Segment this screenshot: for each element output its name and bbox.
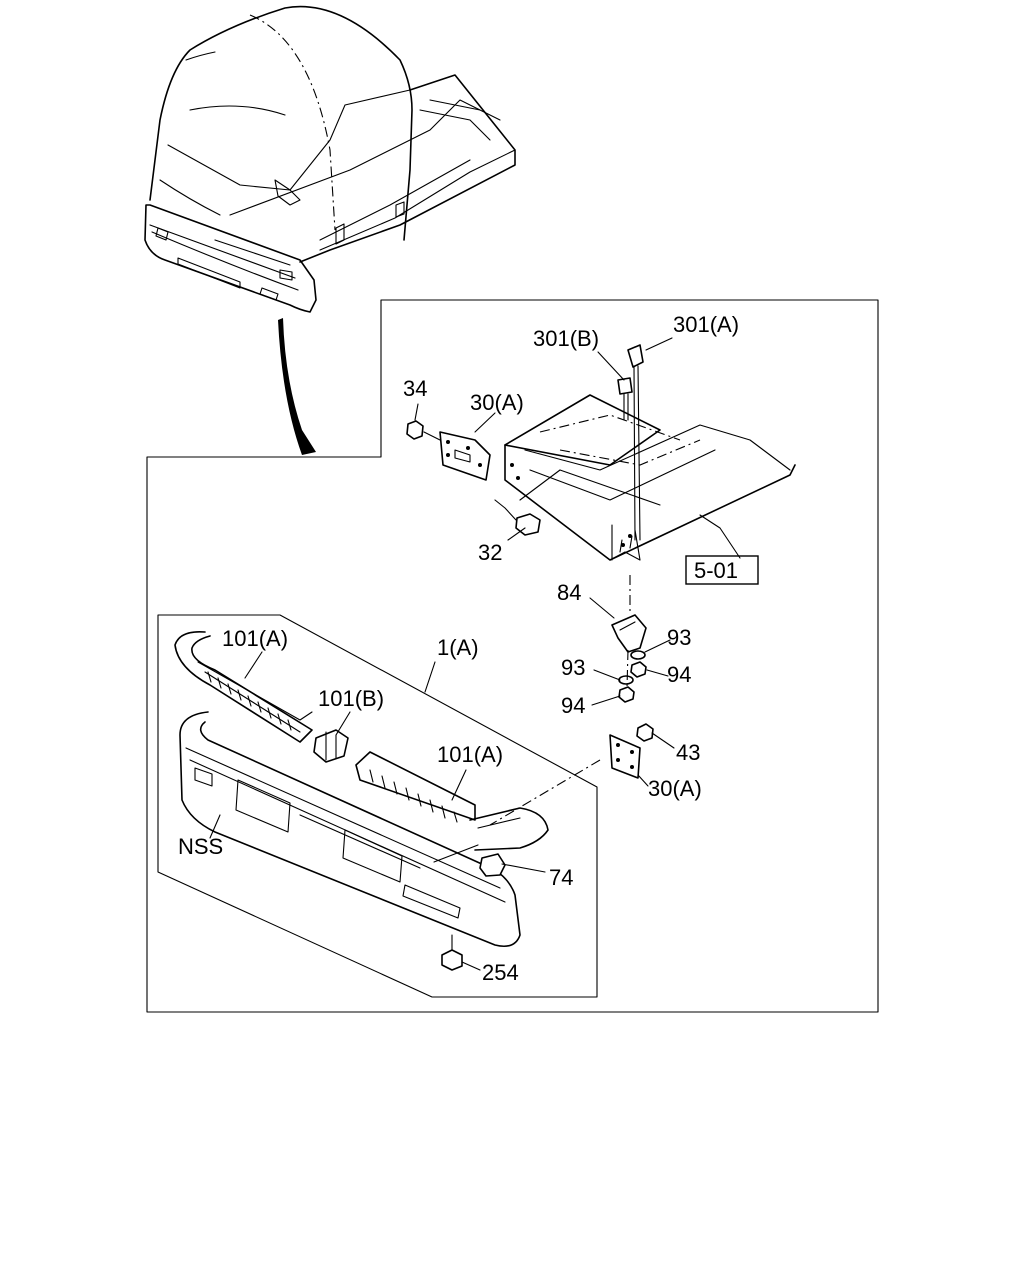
callout-93-left: 93 (561, 655, 585, 680)
leader-lines (209, 337, 675, 971)
callout-93-right: 93 (667, 625, 691, 650)
callout-101b: 101(B) (318, 686, 384, 711)
detail-frame-outline (146, 299, 879, 1013)
callout-254: 254 (482, 960, 519, 985)
clamp-hardware (489, 575, 654, 826)
callout-74: 74 (549, 865, 573, 890)
callout-nss: NSS (178, 834, 223, 859)
callout-30a-top: 30(A) (470, 390, 524, 415)
callout-34: 34 (403, 376, 427, 401)
callout-1a: 1(A) (437, 635, 479, 660)
bumper-box-outline (157, 614, 598, 998)
callout-101a-left: 101(A) (222, 626, 288, 651)
callouts: 301(A) 301(B) 34 30(A) 32 5-01 84 93 94 … (178, 312, 739, 985)
callout-5-01: 5-01 (694, 558, 738, 583)
callout-30a-bottom: 30(A) (648, 776, 702, 801)
callout-101a-right: 101(A) (437, 742, 503, 767)
chassis-rail (406, 344, 796, 585)
truck-overview (144, 5, 516, 455)
callout-43: 43 (676, 740, 700, 765)
bumper-assembly (174, 630, 549, 971)
callout-94-right: 94 (667, 662, 691, 687)
callout-32: 32 (478, 540, 502, 565)
callout-301a: 301(A) (673, 312, 739, 337)
callout-94-left: 94 (561, 693, 585, 718)
callout-84: 84 (557, 580, 581, 605)
callout-301b: 301(B) (533, 326, 599, 351)
